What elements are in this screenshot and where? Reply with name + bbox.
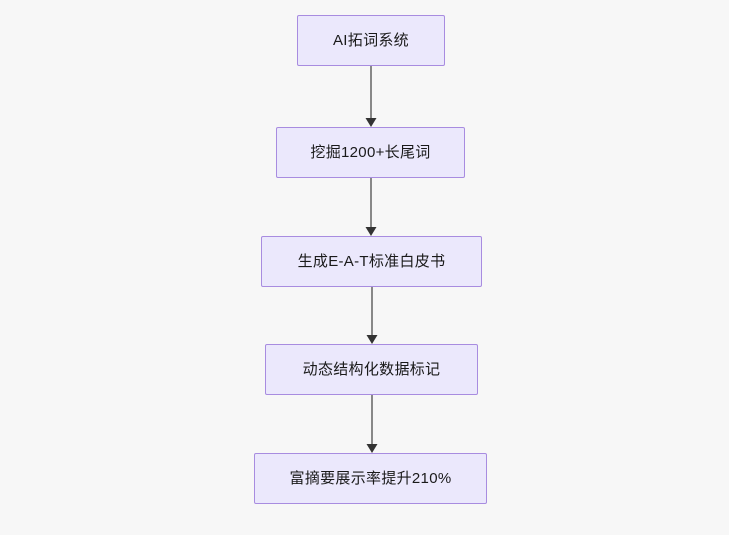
node-label: 富摘要展示率提升210% [289, 470, 452, 487]
flowchart-edge-e1 [365, 66, 377, 127]
edge-arrowhead-icon [365, 227, 377, 236]
flowchart-node-n3[interactable]: 生成E-A-T标准白皮书 [261, 236, 482, 287]
flowchart-edge-e2 [365, 178, 377, 236]
flowchart-node-n4[interactable]: 动态结构化数据标记 [265, 344, 478, 395]
node-label: AI拓词系统 [333, 32, 409, 49]
edge-arrowhead-icon [365, 118, 377, 127]
node-label: 挖掘1200+长尾词 [310, 144, 431, 161]
flowchart-edge-e3 [366, 287, 378, 344]
flowchart-node-n5[interactable]: 富摘要展示率提升210% [254, 453, 487, 504]
edge-arrowhead-icon [366, 444, 378, 453]
flowchart-node-n2[interactable]: 挖掘1200+长尾词 [276, 127, 465, 178]
edge-arrowhead-icon [366, 335, 378, 344]
node-label: 动态结构化数据标记 [302, 361, 441, 378]
flowchart-edge-e4 [366, 395, 378, 453]
flowchart-node-n1[interactable]: AI拓词系统 [297, 15, 445, 66]
node-label: 生成E-A-T标准白皮书 [297, 253, 446, 270]
